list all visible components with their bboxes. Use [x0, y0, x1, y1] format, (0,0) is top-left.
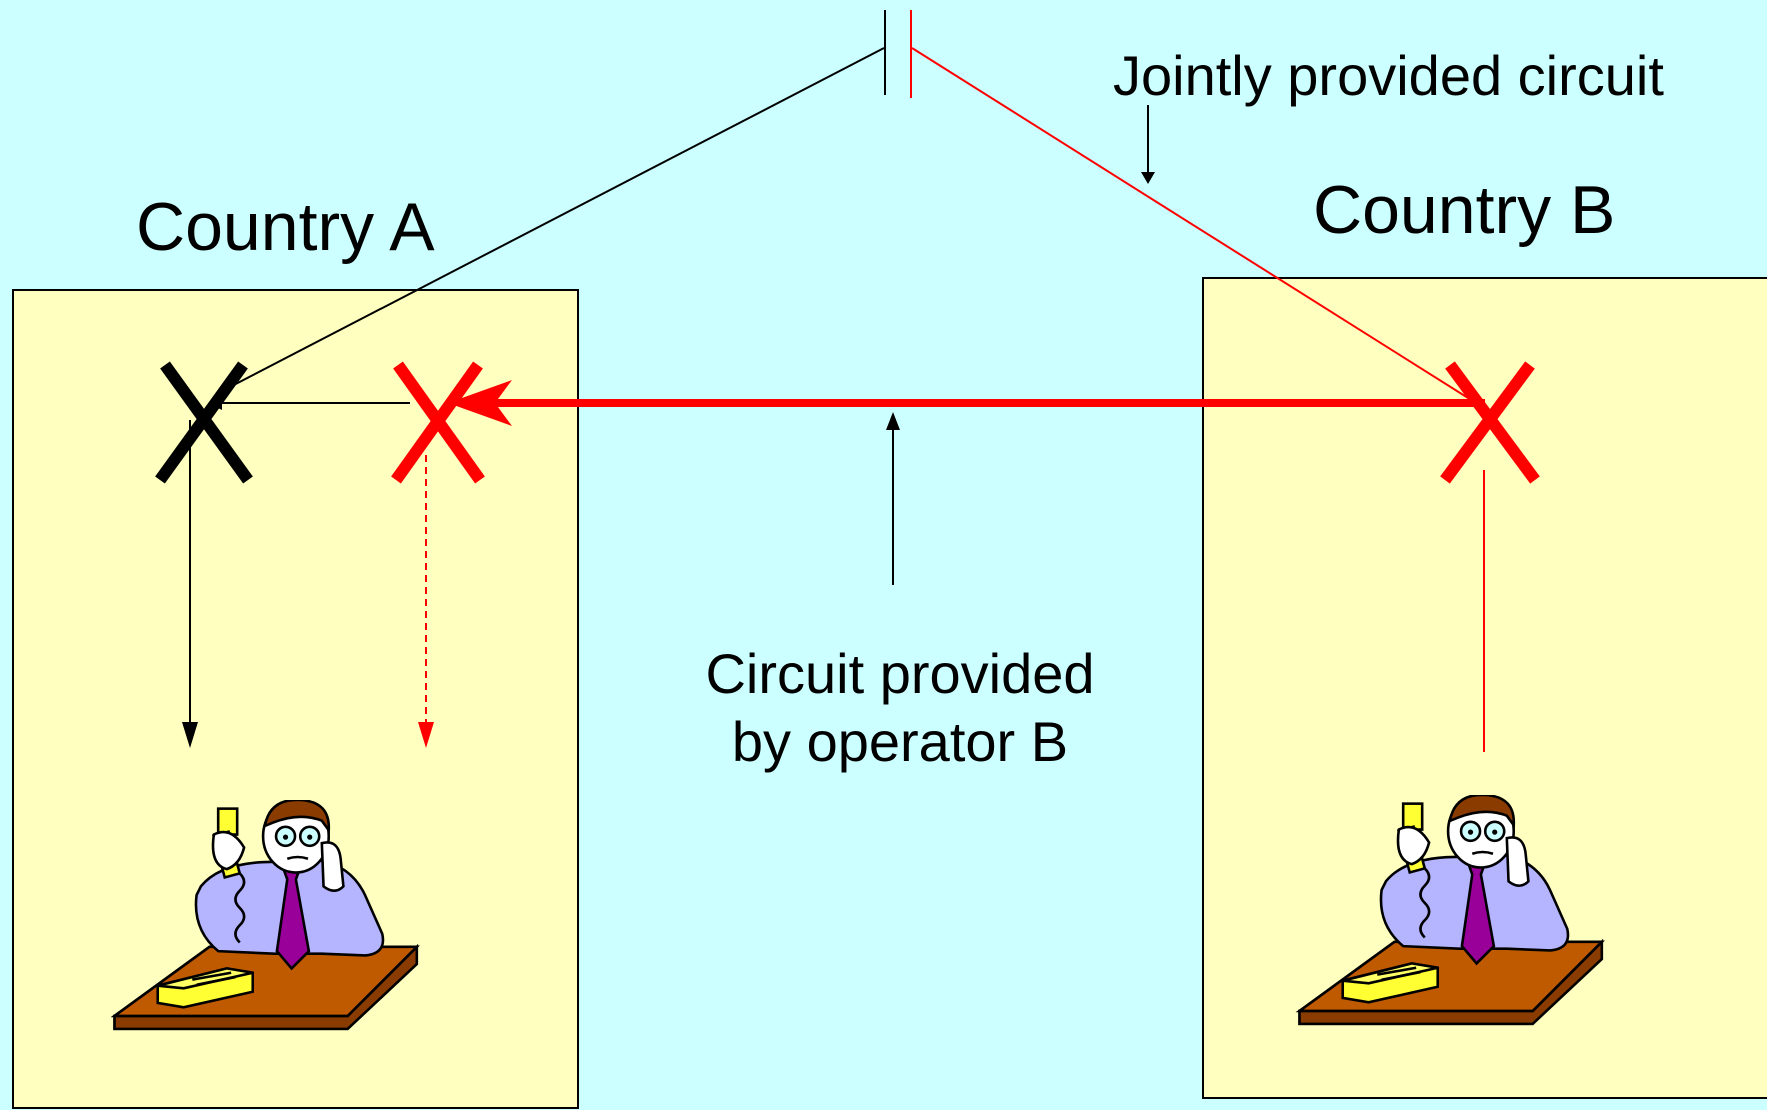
- downlink-a-black-head: [182, 722, 198, 748]
- joint-line-black: [227, 47, 885, 389]
- joint-line-red: [911, 47, 1485, 409]
- exchange-a-red-x: [391, 361, 485, 484]
- circuit-provided-label: Circuit provided by operator B: [620, 640, 1180, 777]
- circuit-operator-b-head: [448, 380, 512, 426]
- circuit-label-line1: Circuit provided: [705, 642, 1095, 705]
- link-a-head: [208, 396, 222, 410]
- joint-pointer-head: [1141, 172, 1155, 184]
- country-b-label: Country B: [1313, 172, 1616, 248]
- circuit-pointer-head: [886, 412, 900, 430]
- exchange-b-red-x: [1440, 361, 1540, 484]
- exchange-a-black-x: [155, 361, 253, 484]
- downlink-a-red-head: [418, 722, 434, 748]
- jointly-provided-label: Jointly provided circuit: [1113, 44, 1664, 107]
- country-a-label: Country A: [136, 189, 435, 265]
- circuit-label-line2: by operator B: [731, 710, 1069, 774]
